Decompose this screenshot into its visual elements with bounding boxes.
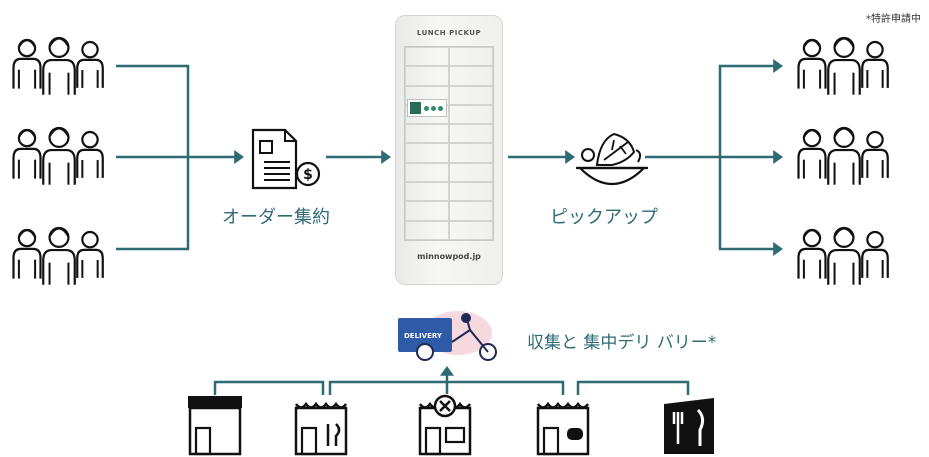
person-head-icon bbox=[81, 40, 99, 59]
svg-text:$: $ bbox=[303, 167, 313, 183]
locker-cell bbox=[449, 66, 493, 86]
arrow-to-delivery bbox=[440, 366, 454, 376]
locker-cell bbox=[449, 201, 493, 221]
shop-line-2 bbox=[328, 380, 565, 395]
delivery-label: 収集と 集中デリ バリー* bbox=[527, 333, 717, 353]
locker-cell bbox=[449, 124, 493, 144]
locker-cell bbox=[405, 124, 449, 144]
arrow-to-pickup bbox=[565, 150, 575, 164]
dollar-coin-icon bbox=[295, 161, 321, 187]
arrow-out-middle bbox=[773, 150, 783, 164]
locker-cell bbox=[405, 162, 449, 183]
locker-illustration: LUNCH PICKUP minnowpod.jp bbox=[395, 15, 503, 285]
people-group-icon-1 bbox=[12, 36, 104, 95]
delivery-box bbox=[398, 318, 452, 352]
pickup-label: ピックアップ bbox=[550, 207, 658, 228]
person-body-icon bbox=[12, 57, 42, 89]
shop-line-1 bbox=[213, 380, 325, 395]
shop-awning-icon bbox=[188, 396, 242, 456]
locker-compartments bbox=[404, 46, 494, 241]
cafe-icon bbox=[294, 401, 348, 456]
locker-cell bbox=[405, 66, 449, 86]
person-body-icon bbox=[76, 148, 104, 178]
person-head-icon bbox=[833, 226, 855, 248]
person-body-icon bbox=[861, 58, 889, 88]
people-group-icon-6 bbox=[797, 226, 889, 285]
person-head-icon bbox=[833, 36, 855, 58]
person-head-icon bbox=[81, 230, 99, 249]
person-body-icon bbox=[12, 247, 42, 279]
locker-brand: LUNCH PICKUP bbox=[416, 29, 482, 37]
locker-cell bbox=[449, 182, 493, 202]
people-group-icon-3 bbox=[12, 226, 104, 285]
people-group-icon-5 bbox=[797, 126, 889, 185]
restaurant-icon bbox=[664, 398, 714, 454]
locker-cell bbox=[405, 182, 449, 202]
salad-bowl-icon bbox=[576, 132, 648, 186]
locker-url: minnowpod.jp bbox=[417, 252, 481, 261]
person-body-icon bbox=[861, 148, 889, 178]
locker-cell bbox=[449, 104, 493, 125]
split-line-bottom bbox=[718, 157, 775, 251]
person-body-icon bbox=[76, 58, 104, 88]
person-body-icon bbox=[797, 247, 827, 279]
person-body-icon bbox=[827, 248, 861, 285]
arrow-to-order bbox=[234, 150, 244, 164]
closed-shop-icon bbox=[418, 394, 472, 456]
arrow-out-top bbox=[773, 59, 783, 73]
locker-cell bbox=[405, 201, 449, 221]
person-body-icon bbox=[12, 147, 42, 179]
person-body-icon bbox=[42, 148, 76, 185]
delivery-box-text: DELIVERY bbox=[404, 332, 443, 340]
person-body-icon bbox=[797, 147, 827, 179]
person-head-icon bbox=[866, 40, 884, 59]
patent-note: *特許申請中 bbox=[866, 14, 921, 25]
locker-cell bbox=[449, 162, 493, 183]
person-body-icon bbox=[797, 57, 827, 89]
delivery-bike-icon: DELIVERY bbox=[398, 311, 497, 361]
person-body-icon bbox=[76, 248, 104, 278]
person-head-icon bbox=[48, 126, 70, 148]
person-head-icon bbox=[48, 226, 70, 248]
shop-line-3 bbox=[576, 380, 690, 395]
locker-cell bbox=[449, 85, 493, 105]
person-body-icon bbox=[861, 248, 889, 278]
person-head-icon bbox=[866, 230, 884, 249]
order-aggregation-label: オーダー集約 bbox=[222, 207, 330, 228]
people-group-icon-2 bbox=[12, 126, 104, 185]
person-body-icon bbox=[827, 58, 861, 95]
locker-cell bbox=[405, 143, 449, 163]
arrow-out-bottom bbox=[773, 242, 783, 256]
locker-cell bbox=[405, 220, 449, 240]
order-document-icon: $ bbox=[251, 128, 321, 190]
locker-cell bbox=[449, 220, 493, 240]
locker-panel-icon bbox=[407, 99, 447, 117]
locker-cell bbox=[449, 47, 493, 67]
person-head-icon bbox=[48, 36, 70, 58]
person-body-icon bbox=[827, 148, 861, 185]
person-body-icon bbox=[42, 58, 76, 95]
arrow-to-locker bbox=[381, 150, 391, 164]
locker-cell bbox=[405, 47, 449, 67]
burger-shop-icon bbox=[536, 401, 590, 456]
person-head-icon bbox=[866, 130, 884, 149]
person-head-icon bbox=[81, 130, 99, 149]
person-body-icon bbox=[42, 248, 76, 285]
split-line-top bbox=[718, 64, 775, 157]
person-head-icon bbox=[833, 126, 855, 148]
people-group-icon-4 bbox=[797, 36, 889, 95]
locker-cell bbox=[449, 143, 493, 163]
